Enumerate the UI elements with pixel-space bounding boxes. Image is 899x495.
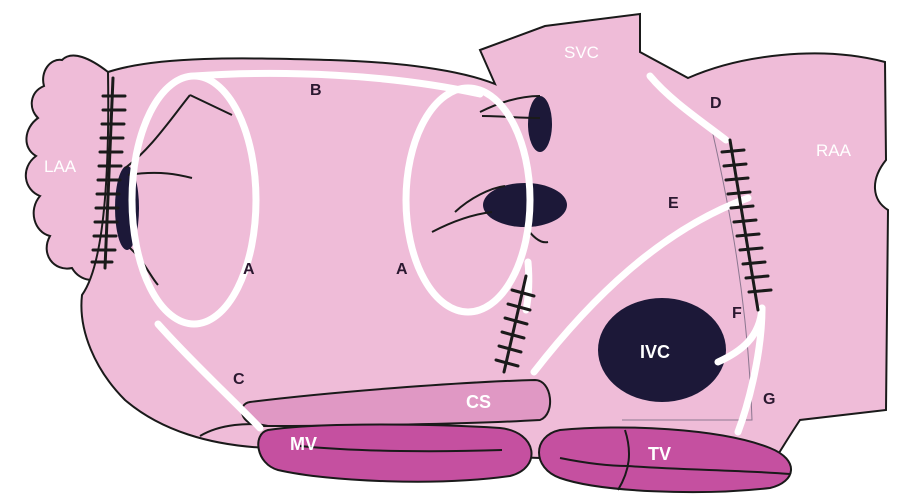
label-b: B (310, 82, 322, 99)
label-a-right: A (396, 261, 408, 278)
label-g: G (763, 391, 775, 408)
right-upper-pulmonary-vein (528, 96, 552, 152)
label-cs: CS (466, 392, 491, 412)
label-d: D (710, 95, 722, 112)
label-laa: LAA (44, 157, 77, 176)
lesion-a-right-stub (526, 262, 529, 310)
label-svc: SVC (564, 43, 599, 62)
right-lower-pulmonary-vein (483, 183, 567, 227)
label-mv: MV (290, 434, 317, 454)
label-ivc: IVC (640, 342, 670, 362)
label-c: C (233, 371, 245, 388)
label-e: E (668, 195, 679, 212)
label-a-left: A (243, 261, 255, 278)
label-tv: TV (648, 444, 671, 464)
label-raa: RAA (816, 141, 852, 160)
label-f: F (732, 305, 742, 322)
